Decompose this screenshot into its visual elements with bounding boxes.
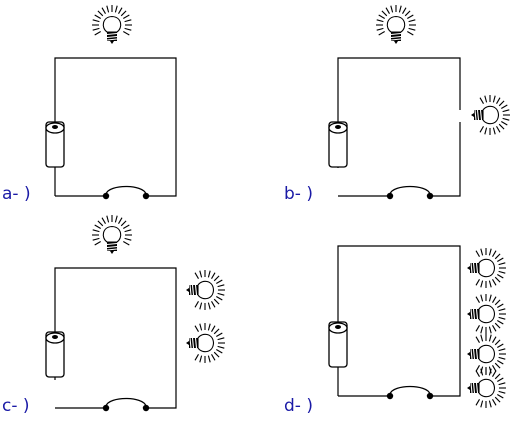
- light-bulb-icon: [466, 293, 507, 335]
- light-bulb-icon: [91, 4, 133, 45]
- switch-icon[interactable]: [386, 185, 434, 200]
- light-bulb-icon: [466, 367, 507, 409]
- battery-icon: [45, 121, 65, 168]
- label-circuit-d: d- ): [284, 396, 313, 416]
- label-circuit-a: a- ): [2, 184, 31, 204]
- label-circuit-c: c- ): [2, 396, 30, 416]
- light-bulb-icon: [185, 322, 226, 364]
- light-bulb-icon: [375, 4, 417, 45]
- battery-icon: [328, 321, 348, 368]
- battery-icon: [328, 121, 348, 168]
- switch-icon[interactable]: [386, 385, 434, 400]
- light-bulb-icon: [466, 247, 507, 289]
- circuit-d: [337, 245, 461, 397]
- circuit-b: [337, 57, 461, 197]
- light-bulb-icon: [91, 214, 133, 255]
- label-circuit-b: b- ): [284, 184, 313, 204]
- switch-icon[interactable]: [102, 397, 150, 412]
- circuit-a: [54, 57, 177, 197]
- switch-icon[interactable]: [102, 185, 150, 200]
- circuit-c: [54, 267, 177, 409]
- light-bulb-icon: [470, 94, 511, 136]
- battery-icon: [45, 331, 65, 378]
- light-bulb-icon: [185, 269, 226, 311]
